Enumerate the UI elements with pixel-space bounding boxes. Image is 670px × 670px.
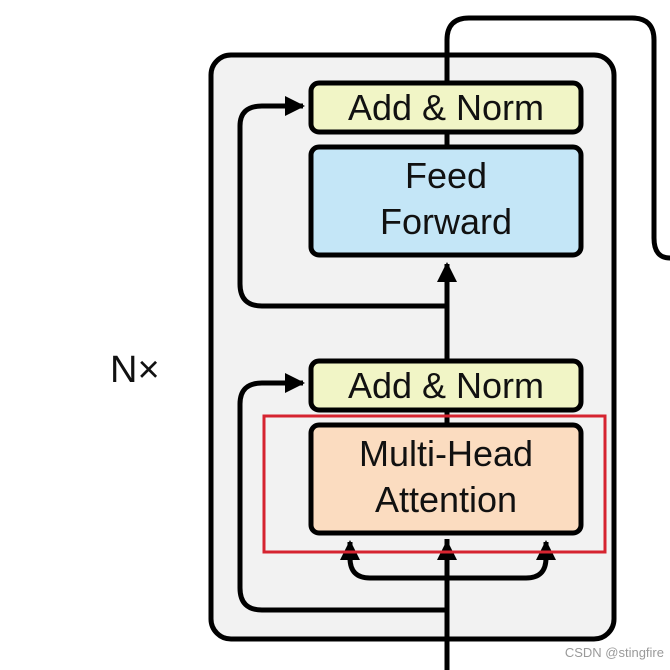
query-input-arrow	[340, 540, 447, 581]
attention-label-line1: Multi-Head	[359, 433, 533, 474]
cross-connection-line	[444, 15, 670, 261]
feed-forward-box: Feed Forward	[308, 144, 584, 258]
watermark-text: CSDN @stingfire	[565, 645, 664, 660]
attention-highlight-frame	[262, 414, 607, 554]
key-input-arrow	[447, 540, 556, 581]
add-norm-bottom-label: Add & Norm	[348, 365, 544, 406]
attention-label-line2: Attention	[375, 479, 517, 520]
add-norm-bottom-box: Add & Norm	[308, 358, 584, 413]
multi-head-attention-box: Multi-Head Attention	[308, 422, 584, 536]
feed-forward-label-line2: Forward	[380, 201, 512, 242]
feed-forward-label-line1: Feed	[405, 155, 487, 196]
add-norm-top-box: Add & Norm	[308, 80, 584, 135]
repeat-count-label: N×	[110, 349, 160, 391]
add-norm-top-label: Add & Norm	[348, 87, 544, 128]
residual-connection-top	[237, 96, 447, 309]
residual-connection-bottom	[237, 373, 447, 613]
